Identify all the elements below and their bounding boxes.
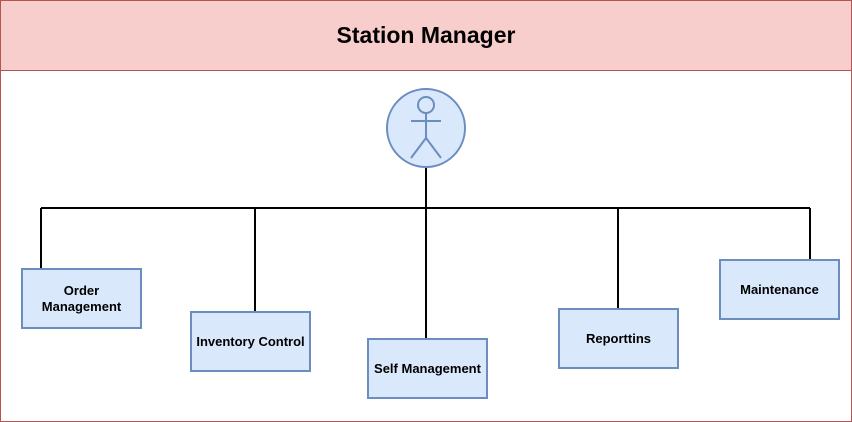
page-title: Station Manager <box>336 22 516 48</box>
actor-right-leg <box>425 137 442 159</box>
node-inventory-control: Inventory Control <box>190 311 311 372</box>
node-self-management: Self Management <box>367 338 488 399</box>
node-order-management: Order Management <box>21 268 142 329</box>
actor-left-leg <box>410 137 427 159</box>
person-icon <box>386 88 466 168</box>
node-reporttins: Reporttins <box>558 308 679 369</box>
node-maintenance: Maintenance <box>719 259 840 320</box>
header-bar: Station Manager <box>1 1 851 71</box>
connector-lines <box>40 167 811 338</box>
